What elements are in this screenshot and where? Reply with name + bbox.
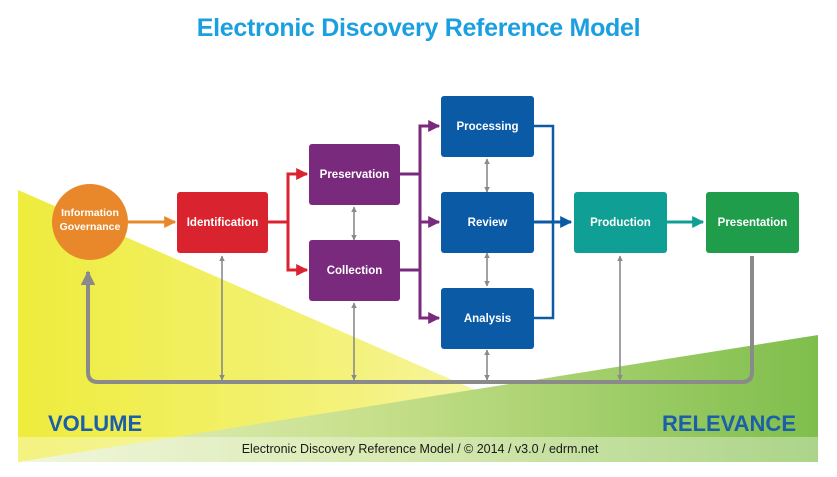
review-node: Review	[441, 192, 534, 253]
processing-label: Processing	[457, 121, 519, 133]
production-label: Production	[590, 217, 651, 229]
collection-label: Collection	[327, 265, 383, 277]
information-governance-label-line1: Information	[61, 207, 119, 219]
information-governance-label-line2: Governance	[60, 221, 121, 233]
footer-credit: Electronic Discovery Reference Model / ©…	[242, 442, 599, 456]
volume-label: VOLUME	[48, 411, 142, 436]
analysis-label: Analysis	[464, 313, 511, 325]
preservation-label: Preservation	[320, 169, 390, 181]
feedback-loop	[80, 256, 754, 384]
footer-band	[18, 437, 818, 462]
preservation-collection-to-analysis-arrow	[418, 270, 441, 324]
preservation-collection-to-review-arrow	[418, 174, 441, 228]
preservation-collection-to-processing-arrow	[400, 120, 441, 176]
identification-to-preservation-arrow	[268, 168, 309, 224]
production-node: Production	[574, 192, 667, 253]
analysis-node: Analysis	[441, 288, 534, 349]
identification-label: Identification	[187, 217, 259, 229]
collection-branch-arrow	[400, 222, 422, 272]
identification-node: Identification	[177, 192, 268, 253]
information-governance-node: Information Governance	[52, 184, 128, 260]
identification-to-collection-arrow	[286, 222, 309, 276]
relevance-label: RELEVANCE	[662, 411, 796, 436]
presentation-node: Presentation	[706, 192, 799, 253]
diagram-title: Electronic Discovery Reference Model	[196, 14, 641, 42]
preservation-node: Preservation	[309, 144, 400, 205]
processing-node: Processing	[441, 96, 534, 157]
review-label: Review	[468, 217, 508, 229]
collection-node: Collection	[309, 240, 400, 301]
presentation-label: Presentation	[718, 217, 788, 229]
